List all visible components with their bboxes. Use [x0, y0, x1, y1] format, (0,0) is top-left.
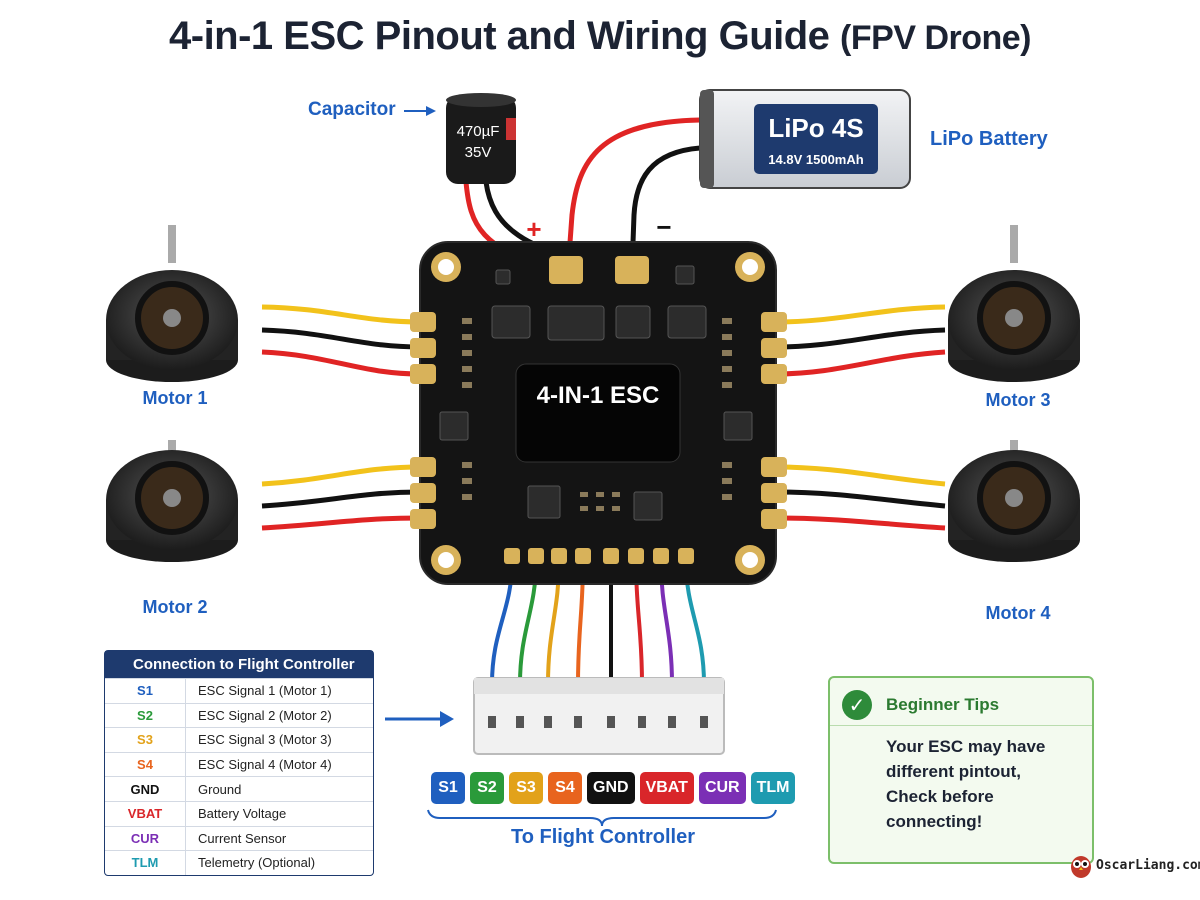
tips-title: Beginner Tips: [886, 695, 1000, 714]
table-row: S1 ESC Signal 1 (Motor 1): [105, 678, 373, 703]
logo-text: OscarLiang.com: [1096, 857, 1200, 873]
motor-wires: [261, 304, 946, 531]
pin-code: CUR: [105, 826, 186, 851]
pin-description: ESC Signal 2 (Motor 2): [198, 707, 332, 723]
fc-bracket: [427, 809, 777, 827]
battery-label: LiPo Battery: [930, 128, 1049, 150]
table-row: S4 ESC Signal 4 (Motor 4): [105, 751, 373, 777]
mounting-holes: [431, 252, 765, 575]
pin-chip: S2: [470, 772, 504, 804]
pin-description: Telemetry (Optional): [198, 855, 316, 871]
motor-4: [948, 440, 1080, 562]
tips-line: Check before: [886, 787, 994, 806]
lipo-battery: LiPo 4S 14.8V 1500mAh: [699, 89, 911, 189]
pin-chip: VBAT: [639, 772, 694, 804]
pin-description: ESC Signal 3 (Motor 3): [198, 732, 332, 748]
motor-pads: [410, 312, 787, 529]
pin-code: VBAT: [105, 801, 186, 826]
pin-description: ESC Signal 1 (Motor 1): [198, 683, 332, 699]
pin-description: ESC Signal 4 (Motor 4): [198, 757, 332, 773]
table-row: GND Ground: [105, 776, 373, 801]
signal-pads: [504, 548, 694, 564]
fc-label: To Flight Controller: [510, 826, 696, 848]
motor-1: [106, 225, 238, 382]
esc-label: 4-IN-1 ESC: [537, 382, 660, 409]
connection-table-rows: S1 ESC Signal 1 (Motor 1) S2 ESC Signal 2 (…: [105, 678, 373, 875]
tips-line: Your ESC may have: [886, 737, 1046, 756]
capacitor-label: Capacitor: [308, 99, 396, 120]
motor-label-4: Motor 4: [986, 603, 1051, 623]
table-row: S3 ESC Signal 3 (Motor 3): [105, 727, 373, 752]
positive-marker: +: [526, 214, 541, 244]
table-row: TLM Telemetry (Optional): [105, 850, 373, 875]
tips-line: different pintout,: [886, 762, 1022, 781]
motor-label-3: Motor 3: [986, 390, 1051, 410]
motor-3: [948, 225, 1080, 382]
capacitor: 470µF 35V: [446, 93, 516, 184]
motor-label-1: Motor 1: [143, 388, 208, 408]
pin-chip: S4: [548, 772, 582, 804]
board-chips: [439, 265, 753, 521]
pin-description: Ground: [198, 781, 242, 797]
tips-line: connecting!: [886, 812, 983, 831]
pin-code: S1: [105, 679, 186, 703]
pin-description: Battery Voltage: [198, 806, 287, 822]
pin-code: S3: [105, 728, 186, 752]
battery-spec: 14.8V 1500mAh: [768, 152, 863, 167]
negative-marker: −: [656, 212, 671, 242]
title-main: 4-in-1 ESC Pinout and Wiring Guide: [169, 14, 830, 58]
table-row: VBAT Battery Voltage: [105, 800, 373, 826]
esc-board: 4-IN-1 ESC: [410, 241, 787, 585]
table-row: S2 ESC Signal 2 (Motor 2): [105, 702, 373, 728]
motor-2: [106, 440, 238, 562]
capacitor-arrow-icon: [404, 106, 436, 116]
capacitor-voltage: 35V: [465, 144, 492, 161]
owl-logo-icon: [1071, 856, 1091, 878]
board-passives: [462, 318, 732, 511]
title-sub: (FPV Drone): [840, 19, 1031, 57]
table-row: CUR Current Sensor: [105, 825, 373, 851]
connection-table-header: Connection to Flight Controller: [105, 651, 373, 678]
pin-chip: GND: [587, 772, 635, 804]
pin-code: TLM: [105, 851, 186, 875]
motor-label-2: Motor 2: [143, 597, 208, 617]
pin-code: S2: [105, 703, 186, 728]
logo: OscarLiang.com: [1070, 852, 1200, 878]
pin-chip: S1: [431, 772, 465, 804]
pin-chip: S3: [509, 772, 543, 804]
page-title: 4-in-1 ESC Pinout and Wiring Guide (FPV …: [0, 14, 1200, 59]
pin-description: Current Sensor: [198, 830, 287, 846]
connector-arrow-icon: [385, 711, 454, 727]
pin-chip: CUR: [698, 772, 746, 804]
tips-body: Your ESC may have different pintout, Check…: [886, 734, 1045, 834]
capacitor-value: 470µF: [457, 123, 500, 140]
beginner-tips: ✓ Beginner Tips Your ESC may have differe…: [828, 676, 1094, 864]
pin-code: GND: [105, 777, 186, 801]
battery-name: LiPo 4S: [768, 113, 863, 143]
pin-chip: TLM: [750, 772, 796, 804]
fc-connector: [473, 677, 725, 755]
tips-divider: [830, 725, 1092, 726]
pin-code: S4: [105, 752, 186, 777]
check-icon: ✓: [842, 690, 872, 720]
